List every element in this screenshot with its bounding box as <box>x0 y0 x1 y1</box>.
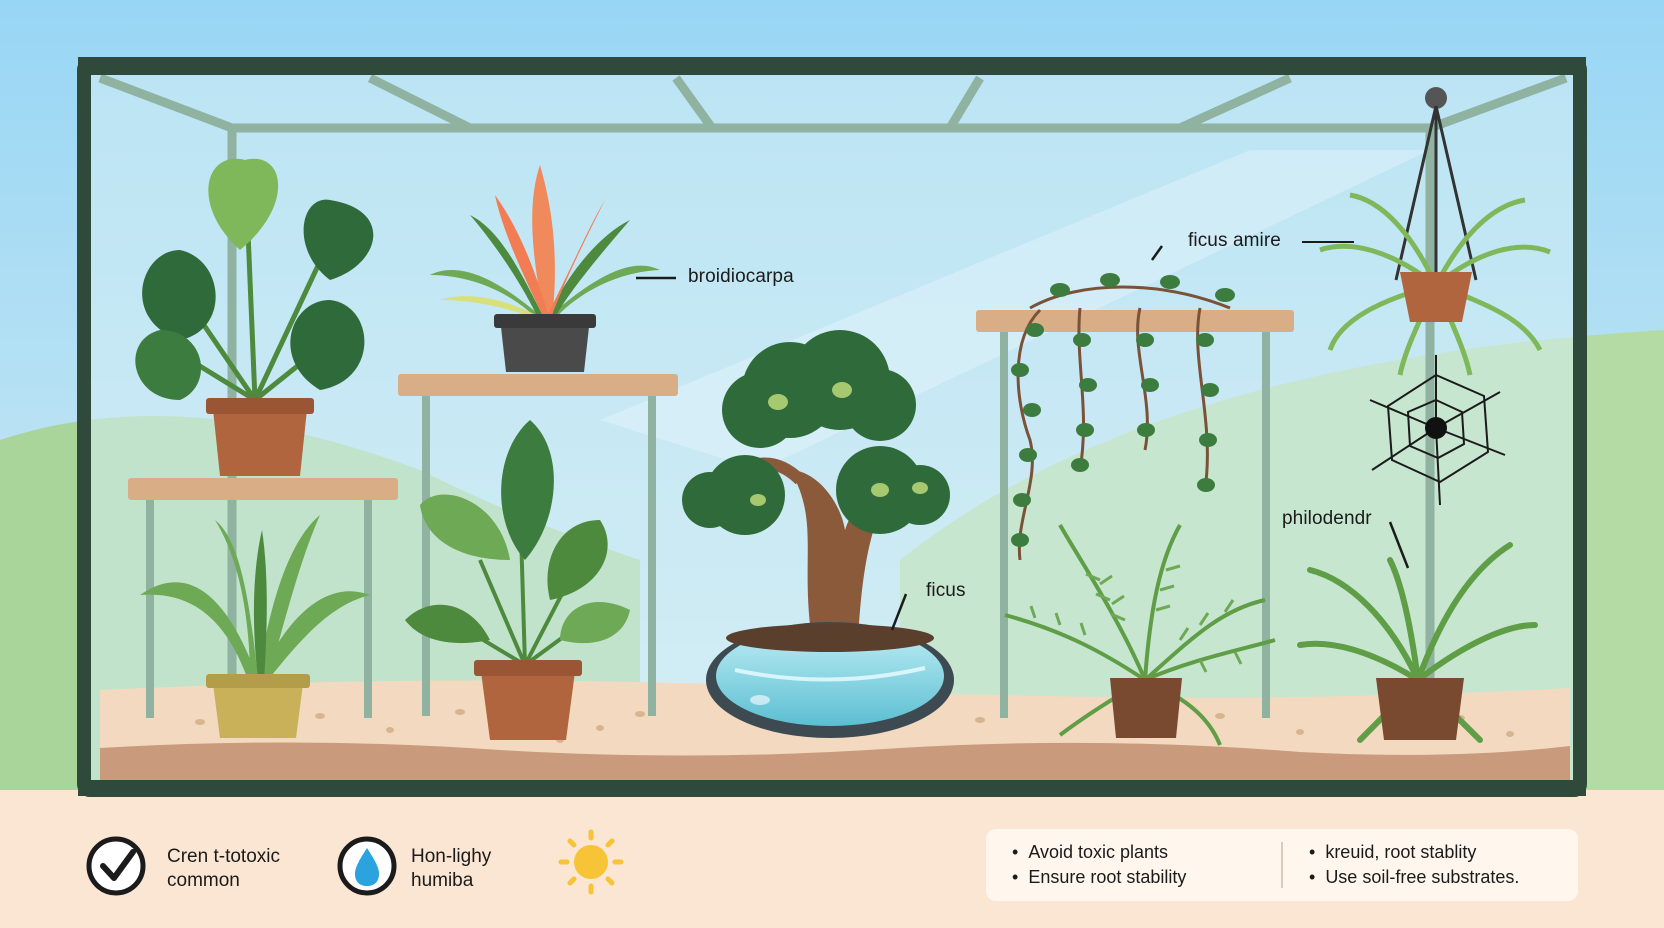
monstera-plant <box>135 158 374 476</box>
sun-icon <box>558 829 624 895</box>
tip-item: Ensure root stability <box>1012 865 1281 890</box>
tips-column-right: kreuid, root stablity Use soil-free subs… <box>1283 840 1578 890</box>
feature-non-toxic-line1: Cren t-totoxic <box>167 846 280 867</box>
vine-label-leader <box>1302 241 1354 243</box>
trailing-vine <box>1011 273 1235 561</box>
label-ficus-bonsai: ficus <box>926 580 966 601</box>
shelf-middle <box>398 374 678 716</box>
soil-layer <box>100 742 1570 782</box>
spider <box>1425 417 1447 439</box>
feature-humidity-line1: Hon-lighy <box>411 846 492 867</box>
label-bromeliad: broidiocarpa <box>688 266 794 287</box>
label-philodendron: philodendr <box>1282 508 1372 529</box>
bonsai-ficus <box>682 330 954 738</box>
tip-item: kreuid, root stablity <box>1309 840 1578 865</box>
ficus-leader-line <box>890 593 908 631</box>
vine-leader-line <box>1150 245 1164 261</box>
snake-plant <box>140 515 370 738</box>
spider-web <box>1369 355 1506 506</box>
fern-pot <box>1110 678 1182 738</box>
feature-humidity-line2: humiba <box>411 870 474 891</box>
shelf-right <box>976 310 1294 718</box>
bromeliad-plant <box>430 165 660 372</box>
tips-divider <box>1281 842 1283 888</box>
feature-humidity: Hon-lighy humiba <box>411 845 491 893</box>
water-drop-icon <box>337 836 397 896</box>
checkmark-icon <box>86 836 146 896</box>
hanging-planter <box>1319 87 1551 376</box>
feature-non-toxic: Cren t-totoxic common <box>167 845 280 893</box>
shelf-left <box>128 478 398 718</box>
tip-item: Use soil-free substrates. <box>1309 865 1578 890</box>
feature-non-toxic-line2: common <box>167 870 240 891</box>
spider-plant-pot <box>1376 678 1464 740</box>
label-ficus-vine: ficus amire <box>1188 230 1281 251</box>
tips-panel: Avoid toxic plants Ensure root stability… <box>986 829 1578 901</box>
philodendron-leader-line <box>1388 521 1410 569</box>
rubber-plant <box>405 420 630 740</box>
tips-column-left: Avoid toxic plants Ensure root stability <box>986 840 1281 890</box>
tip-item: Avoid toxic plants <box>1012 840 1281 865</box>
